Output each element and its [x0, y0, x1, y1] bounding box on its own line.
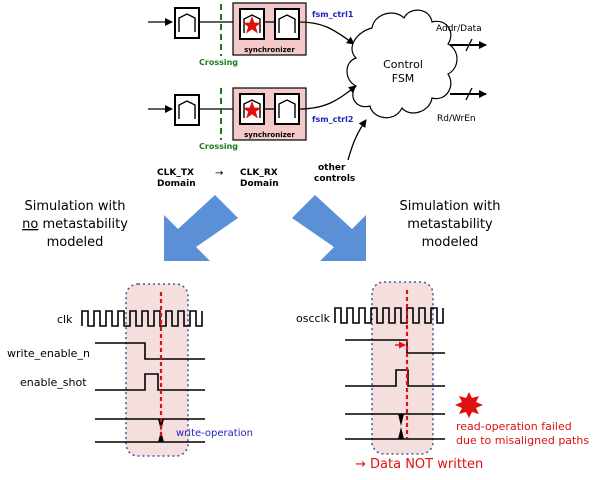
left-caption-line1: Simulation with — [25, 199, 126, 214]
signal-label-write-enable-n: write_enable_n — [7, 347, 90, 360]
tx-flipflop-2 — [174, 94, 200, 126]
other-controls-label-2: controls — [314, 174, 355, 184]
right-caption: Simulation with metastability modeled — [400, 199, 501, 250]
sync-path-1: Crossing synchronizer fsm_ctrl1 — [148, 2, 355, 67]
left-branch-arrow — [164, 195, 238, 261]
right-oscclk-waveform — [334, 307, 444, 324]
left-timing-zone — [125, 283, 189, 457]
right-caption-line2: metastability — [407, 217, 493, 232]
fsm-ctrl2-label: fsm_ctrl2 — [312, 115, 353, 124]
signal-label-enable-shot: enable_shot — [20, 376, 87, 389]
right-caption-line1: Simulation with — [400, 199, 501, 214]
data-not-written-label: → Data NOT written — [355, 457, 483, 472]
left-caption-line2: no metastability — [22, 217, 128, 232]
synchronizer-label-2: synchronizer — [244, 131, 295, 139]
signal-label-clk: clk — [57, 313, 73, 326]
clk-rx-label-1: CLK_RX — [240, 168, 278, 178]
metastability-star-icon — [242, 101, 262, 119]
right-branch-arrow — [292, 195, 366, 261]
clk-tx-label-1: CLK_TX — [157, 168, 194, 178]
failure-note-line1: read-operation failed — [456, 420, 572, 433]
clk-rx-label-2: Domain — [240, 179, 279, 189]
write-operation-label: write-operation — [176, 428, 253, 439]
control-fsm-label-2: FSM — [392, 72, 415, 85]
fsm-ctrl1-wire — [298, 21, 355, 45]
right-caption-line3: modeled — [422, 235, 479, 250]
enable-shot-waveform — [95, 373, 205, 391]
bus-slash-2 — [465, 87, 473, 101]
crossing-label-2: Crossing — [199, 142, 238, 151]
synchronizer-label-1: synchronizer — [244, 46, 295, 54]
right-enable-shot-waveform — [345, 369, 445, 387]
write-enable-n-waveform — [95, 342, 205, 360]
left-clk-waveform — [81, 310, 203, 327]
fsm-ctrl2-wire — [298, 85, 357, 110]
fsm-ctrl1-label: fsm_ctrl1 — [312, 10, 354, 19]
rd-wren-label: Rd/WrEn — [437, 114, 476, 124]
control-fsm-label-1: Control — [383, 58, 423, 71]
crossing-label-1: Crossing — [199, 58, 238, 67]
left-data-bus — [95, 418, 205, 443]
right-data-bus — [345, 413, 445, 440]
domain-arrow: → — [215, 168, 223, 179]
failure-note-line2: due to misaligned paths — [456, 434, 589, 447]
other-controls-wire — [347, 119, 367, 161]
addr-data-label: Addr/Data — [436, 24, 482, 34]
metastability-star-icon — [242, 16, 262, 34]
sync-path-2: Crossing synchronizer fsm_ctrl2 — [148, 85, 357, 151]
synchronizer-block-1: synchronizer — [232, 2, 307, 56]
other-controls-label-1: other — [318, 163, 346, 173]
failure-burst-icon — [455, 392, 483, 418]
right-timing-zone — [371, 281, 434, 455]
bus-slash-1 — [465, 38, 473, 52]
tx-flipflop-1 — [174, 7, 200, 39]
left-caption: Simulation with no metastability modeled — [22, 199, 128, 250]
clk-tx-label-2: Domain — [157, 179, 196, 189]
signal-label-oscclk: oscclk — [296, 312, 331, 325]
control-fsm-cloud: Control FSM — [346, 9, 458, 119]
synchronizer-block-2: synchronizer — [232, 87, 307, 141]
left-caption-line3: modeled — [47, 235, 104, 250]
